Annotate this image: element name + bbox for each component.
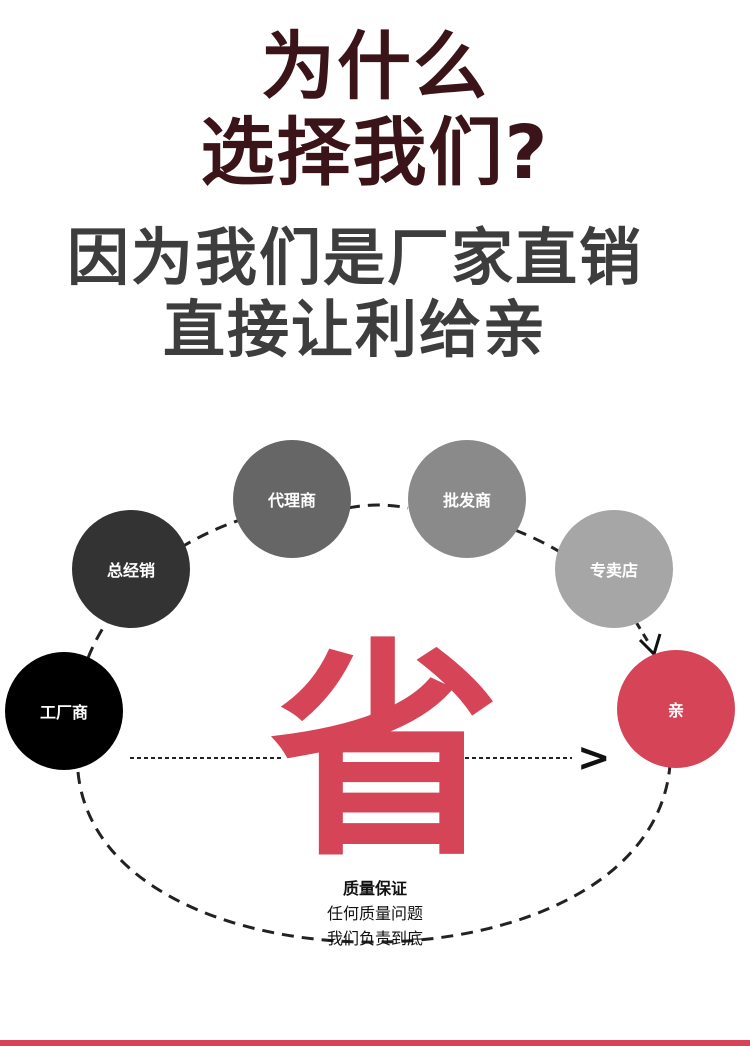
direct-arrow-icon: > xyxy=(577,735,611,781)
bottom-divider xyxy=(0,1040,750,1046)
connector-general-agent xyxy=(179,518,241,550)
title-line-1: 为什么 xyxy=(261,24,489,110)
node-store: 专卖店 xyxy=(555,510,673,628)
connector-agent-wholesaler xyxy=(347,503,409,510)
node-customer: 亲 xyxy=(617,650,735,768)
node-factory: 工厂商 xyxy=(5,652,123,770)
node-store-label: 专卖店 xyxy=(589,561,638,580)
node-factory-label: 工厂商 xyxy=(39,703,88,722)
guarantee-title: 质量保证 xyxy=(342,879,407,898)
node-wholesaler: 批发商 xyxy=(408,440,526,558)
guarantee-line-2: 我们负责到底 xyxy=(326,929,423,948)
node-agent: 代理商 xyxy=(233,440,351,558)
node-agent-label: 代理商 xyxy=(267,491,316,510)
guarantee-line-1: 任何质量问题 xyxy=(326,904,423,923)
save-character: 省 xyxy=(270,621,501,888)
subtitle-line-1: 因为我们是厂家直销 xyxy=(66,221,643,294)
node-wholesaler-label: 批发商 xyxy=(442,491,491,510)
connector-wholesaler-store xyxy=(514,528,561,554)
connector-store-customer xyxy=(634,621,652,646)
bottom-arc xyxy=(76,764,672,944)
connector-arrow-head xyxy=(638,633,662,657)
node-customer-label: 亲 xyxy=(667,701,684,720)
connector-factory-general xyxy=(86,619,110,659)
node-general-distributor-label: 总经销 xyxy=(106,561,155,580)
subtitle-line-2: 直接让利给亲 xyxy=(162,293,547,366)
node-general-distributor: 总经销 xyxy=(72,510,190,628)
title-line-2: 选择我们? xyxy=(200,110,550,196)
